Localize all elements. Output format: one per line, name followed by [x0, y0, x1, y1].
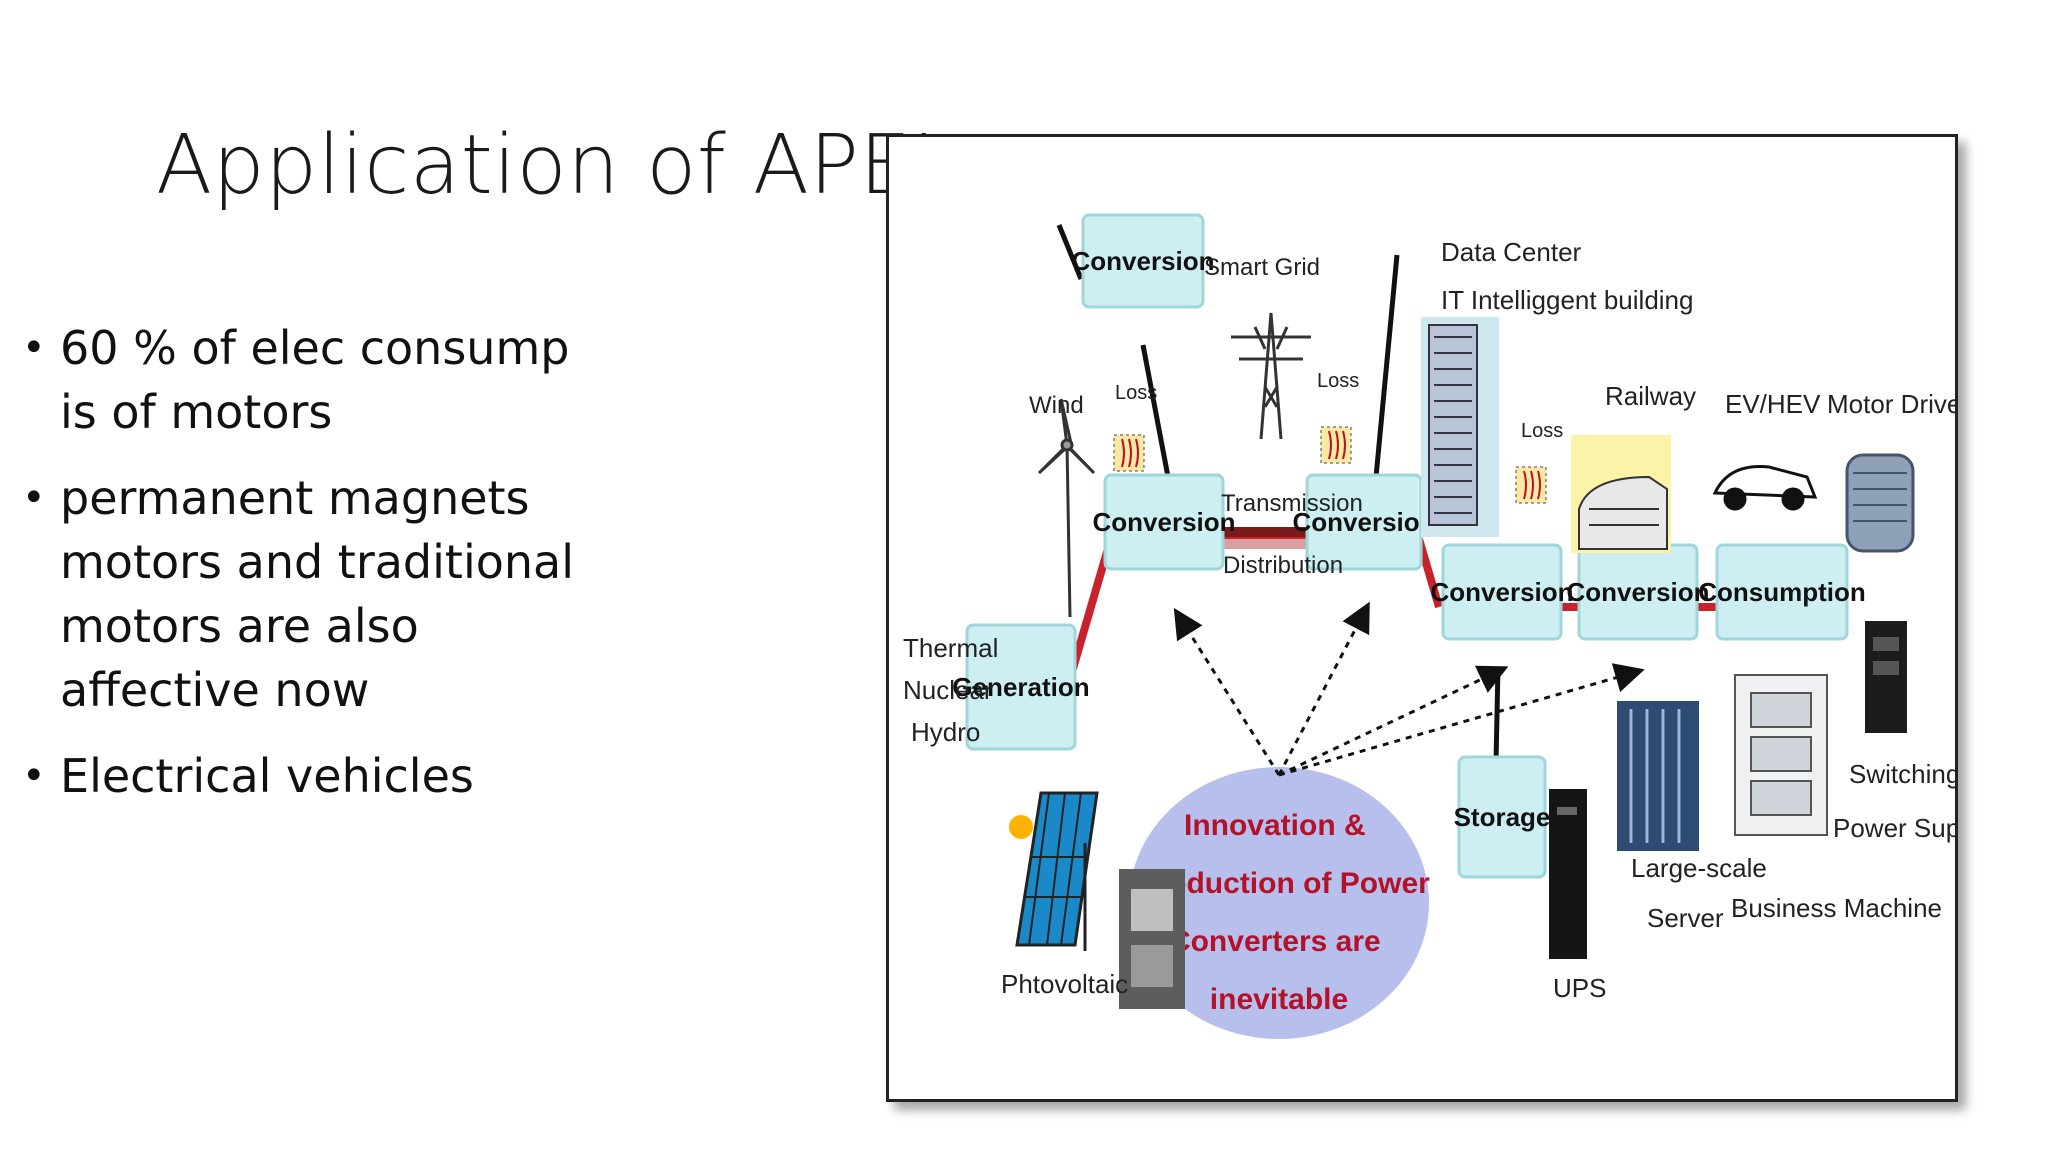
box-label: Storage: [1454, 802, 1551, 832]
label-ev-hev: EV/HEV: [1725, 389, 1821, 419]
label-large-scale-1: Large-scale: [1631, 853, 1767, 883]
box-conversion-left: Conversion: [1092, 473, 1236, 571]
bullet-dot-icon: •: [22, 753, 46, 799]
label-large-scale-2: Server: [1647, 903, 1724, 933]
loss-icon: [1320, 426, 1352, 464]
box-label: Consumption: [1698, 577, 1866, 607]
innovation-line: inevitable: [1210, 983, 1348, 1016]
loss-icon: [1515, 466, 1547, 504]
box-label: Generation: [952, 672, 1089, 702]
bullet-line: motors are also: [60, 599, 419, 653]
box-label: Conversion: [1292, 507, 1435, 537]
label-loss-3: Loss: [1521, 420, 1563, 442]
business-machine-icon: [1734, 674, 1828, 836]
box-conversion-top: Conversion: [1071, 213, 1215, 309]
innovation-line: Converters are: [1169, 925, 1381, 958]
label-nuclear: Nuclear: [903, 675, 993, 705]
bullet-dot-icon: •: [22, 475, 46, 521]
bullet-line: Electrical vehicles: [60, 749, 474, 803]
label-smart-grid: Smart Grid: [1204, 254, 1320, 281]
label-railway: Railway: [1605, 381, 1696, 411]
influence-arrows: [1173, 601, 1645, 777]
converter-module-icon: [1119, 869, 1185, 1009]
label-data-center: Data Center: [1441, 237, 1582, 267]
slide-title: Application of APEI: [156, 118, 937, 213]
innovation-ellipse: Innovation & Introduction of Power Conve…: [1120, 767, 1438, 1039]
svg-text:Innovation & Introduct: Innovation & Introduction of Power Conve…: [1120, 809, 1438, 1016]
bullet-item: • permanent magnets motors and tradition…: [20, 466, 660, 722]
bullet-line: permanent magnets: [60, 471, 530, 525]
wind-turbine-icon: [1037, 398, 1096, 618]
label-wind: Wind: [1029, 392, 1084, 419]
label-ups: UPS: [1553, 973, 1606, 1003]
transmission-tower-icon: [1231, 312, 1311, 440]
label-loss-2: Loss: [1317, 370, 1359, 392]
label-photovoltaic: Phtovoltaic: [1001, 969, 1128, 999]
box-label: Conversion: [1430, 577, 1573, 607]
box-generation: Generation: [952, 623, 1090, 751]
train-icon: [1571, 435, 1671, 553]
box-conversion-r2: Conversion: [1566, 543, 1710, 641]
transmission-band: [1217, 527, 1325, 549]
bullet-line: affective now: [60, 663, 370, 717]
label-transmission: Transmission: [1221, 490, 1363, 517]
server-rack-icon: [1617, 701, 1699, 851]
solar-panel-icon: [1009, 791, 1099, 951]
bullet-line: motors and traditional: [60, 535, 574, 589]
box-label: Conversion: [1071, 246, 1214, 276]
bullet-item: • 60 % of elec consump is of motors: [20, 316, 660, 444]
label-switching-2: Power Supply: [1833, 813, 1955, 843]
label-business-machine: Business Machine: [1731, 893, 1942, 923]
bullet-dot-icon: •: [22, 325, 46, 371]
label-switching-1: Switching: [1849, 759, 1955, 789]
innovation-line: Innovation &: [1184, 809, 1366, 842]
box-consumption: Consumption: [1698, 543, 1866, 641]
box-label: Conversion: [1092, 507, 1235, 537]
bullet-line: 60 % of elec consump: [60, 321, 570, 375]
box-conversion-mid: Conversion: [1292, 473, 1436, 571]
box-conversion-r1: Conversion: [1430, 543, 1574, 641]
label-thermal: Thermal: [903, 633, 998, 663]
building-icon: [1421, 317, 1499, 537]
label-hydro: Hydro: [911, 717, 980, 747]
label-distribution: Distribution: [1223, 552, 1343, 579]
motor-icon: [1845, 453, 1915, 553]
power-supply-icon: [1865, 621, 1907, 733]
box-label: Conversion: [1566, 577, 1709, 607]
loss-icon: [1113, 434, 1145, 472]
car-icon: [1712, 465, 1818, 511]
label-it-building: IT Intelliggent building: [1441, 285, 1693, 315]
ups-icon: [1549, 789, 1587, 959]
label-loss-1: Loss: [1115, 382, 1157, 404]
bullet-item: • Electrical vehicles: [20, 744, 660, 808]
bullet-list: • 60 % of elec consump is of motors • pe…: [20, 316, 660, 830]
bullet-line: is of motors: [60, 385, 333, 439]
box-storage: Storage: [1454, 755, 1551, 879]
label-motor-drive: Motor Drive: [1827, 389, 1955, 419]
